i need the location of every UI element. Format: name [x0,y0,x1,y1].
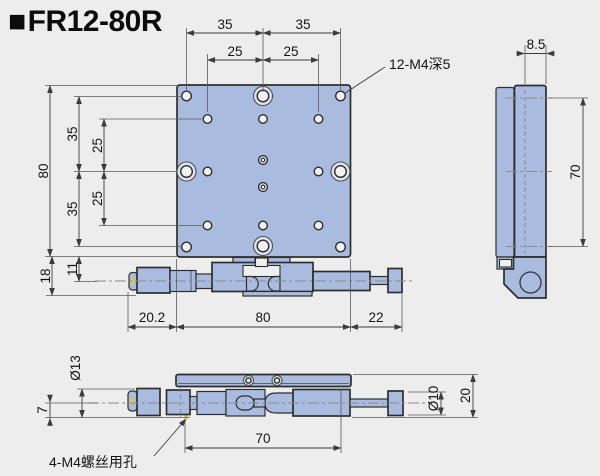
dim-top-25-left: 25 [227,44,242,59]
m4-thread-holes [202,113,324,231]
dim-top-35-left: 35 [217,17,232,32]
dim-left-18: 18 [38,268,53,283]
spring-knob [387,267,403,294]
bv-micrometer-knob [136,387,161,417]
bv-screws [242,374,283,387]
side-micrometer-knob-end [519,271,542,294]
dim-left-25-lower: 25 [90,191,105,206]
dim-bv-70: 70 [255,431,270,446]
body-gap [254,257,269,268]
bv-body-c [292,388,351,417]
dim-left-35-upper: 35 [65,126,80,141]
dim-bv-d10: Ø10 [426,386,441,412]
title-text: FR12-80R [27,5,163,38]
dim-left-11: 11 [65,262,80,276]
front-view-dimensions: 35 35 25 25 80 35 25 25 35 18 11 20.2 80 [36,17,451,332]
side-notch [498,258,513,268]
coupling-nub-right [267,275,281,292]
thread-note-leader [344,66,386,94]
dim-bv-d13: Ø13 [68,355,83,381]
front-micrometer-assembly [95,256,412,297]
counterbore-holes [176,85,351,257]
dim-top-25-right: 25 [283,44,298,59]
bottom-view-dimensions: Ø13 7 70 Ø10 20 4-M4螺丝用孔 [35,355,478,470]
dim-top-35-right: 35 [295,17,310,32]
micrometer-knob [136,266,171,294]
dim-bottom-80: 80 [255,310,270,325]
dim-left-80: 80 [36,163,51,178]
side-view [495,84,552,299]
side-view-dimensions: 8.5 70 [516,37,588,248]
center-pin-holes [257,154,269,193]
dim-bv-20: 20 [458,388,473,403]
dim-bottom-20-2: 20.2 [139,310,165,325]
side-moving-plate [495,86,515,258]
body-foot [242,290,313,297]
bv-screw-hole-mark [184,415,188,419]
bv-clamp-block [165,389,191,416]
bv-cap-highlight [129,396,134,406]
dim-left-25-upper: 25 [90,138,105,153]
spring-rod [369,275,389,286]
bv-stage-plate [175,373,352,388]
title-square-marker: ■ [8,5,26,38]
dim-side-8-5: 8.5 [527,37,546,52]
screw-note: 4-M4螺丝用孔 [49,454,137,470]
page-title: ■ FR12-80R [8,5,163,39]
body-slot [242,264,281,278]
front-view [95,84,412,297]
dim-bv-7: 7 [35,406,50,414]
thread-note: 12-M4深5 [389,56,451,72]
corner-holes [180,90,347,253]
dim-bottom-22: 22 [368,310,383,325]
coupling-nub-left [245,275,259,292]
cap-highlight [130,276,135,286]
screw-note-leader [153,418,187,457]
dim-side-70: 70 [568,164,583,179]
bottom-view [88,373,432,419]
dim-left-35-lower: 35 [65,201,80,216]
